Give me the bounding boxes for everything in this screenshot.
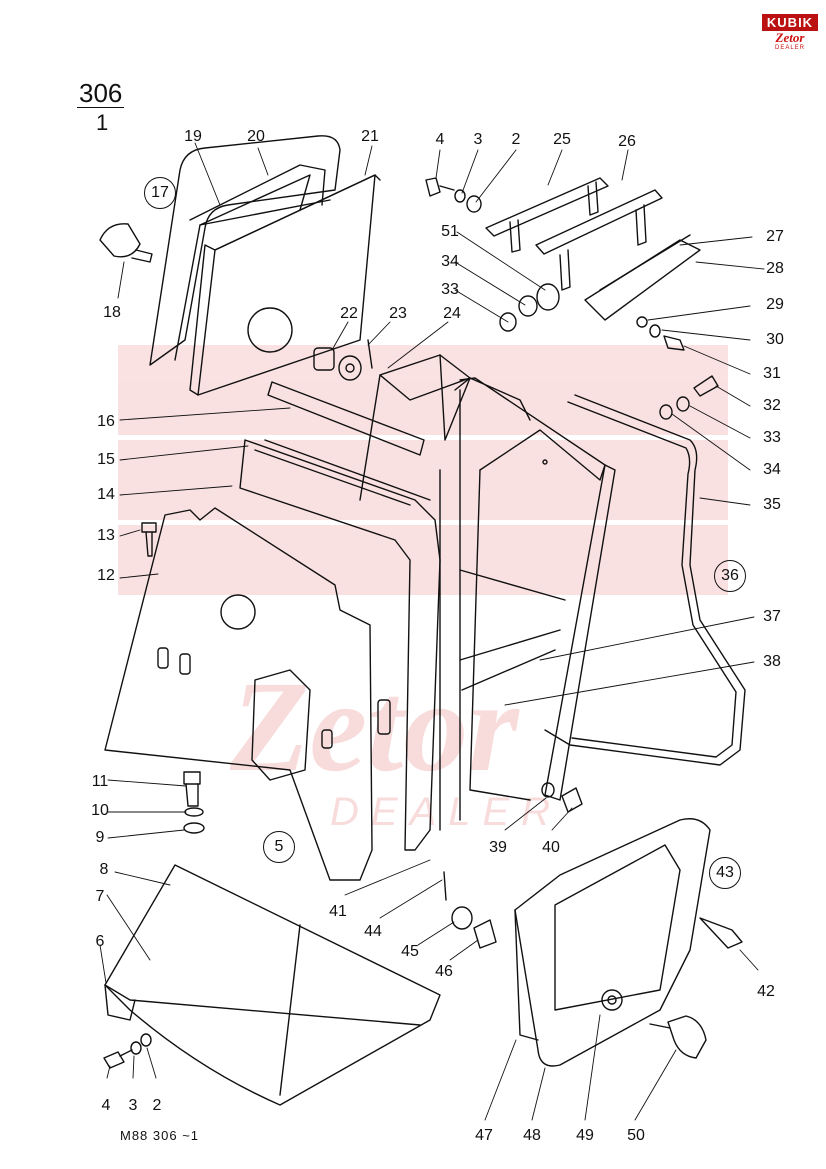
part-label-23: 23	[389, 305, 407, 322]
drawing-code: M88 306 ~1	[120, 1128, 200, 1143]
part-label-16: 16	[97, 413, 115, 430]
bushing-part	[536, 283, 560, 311]
part-label-13: 13	[97, 527, 115, 544]
rear-cover-panel	[149, 135, 341, 366]
part-label-20: 20	[247, 128, 265, 145]
part-label-44: 44	[364, 923, 382, 940]
part-label-3b: 3	[128, 1097, 138, 1114]
part-label-12: 12	[97, 567, 115, 584]
part-label-48: 48	[523, 1127, 541, 1144]
part-label-21: 21	[361, 128, 379, 145]
sealing-strip	[267, 381, 425, 456]
part-label-46: 46	[435, 963, 453, 980]
part-label-34: 34	[441, 253, 459, 270]
part-label-31: 31	[763, 365, 781, 382]
front-frame	[239, 439, 441, 851]
large-side-door	[544, 394, 746, 766]
upper-brackets	[485, 177, 663, 291]
part-label-18: 18	[103, 304, 121, 321]
spacer-part	[313, 347, 335, 371]
part-circle-43: 43	[709, 857, 741, 889]
kubik-zetor-logo: KUBIK Zetor DEALER	[762, 14, 818, 62]
part-label-25: 25	[553, 131, 571, 148]
part-label-35: 35	[763, 496, 781, 513]
part-label-29: 29	[766, 296, 784, 313]
part-label-37: 37	[763, 608, 781, 625]
part-label-14: 14	[97, 486, 115, 503]
leader-lines	[99, 142, 765, 1121]
handle-part	[99, 223, 153, 263]
right-door-assembly	[514, 818, 711, 1067]
insulation-block	[189, 174, 381, 396]
logo-brand: KUBIK	[762, 14, 818, 31]
part-label-4: 4	[435, 131, 445, 148]
part-label-41: 41	[329, 903, 347, 920]
part-label-45: 45	[401, 943, 419, 960]
part-label-33b: 33	[763, 429, 781, 446]
part-label-42: 42	[757, 983, 775, 1000]
part-label-27: 27	[766, 228, 784, 245]
washer-part	[338, 355, 362, 381]
part-label-39: 39	[489, 839, 507, 856]
part-circle-36: 36	[714, 560, 746, 592]
part-label-32: 32	[763, 397, 781, 414]
part-label-6: 6	[95, 933, 105, 950]
part-label-34b: 34	[763, 461, 781, 478]
part-label-7: 7	[95, 888, 105, 905]
part-label-2b: 2	[152, 1097, 162, 1114]
part-label-11: 11	[91, 773, 109, 790]
part-label-3: 3	[473, 131, 483, 148]
part-label-4b: 4	[101, 1097, 111, 1114]
part-label-28: 28	[766, 260, 784, 277]
part-circle-5: 5	[263, 831, 295, 863]
part-label-47: 47	[475, 1127, 493, 1144]
part-label-40: 40	[542, 839, 560, 856]
part-circle-17: 17	[144, 177, 176, 209]
part-label-8: 8	[99, 861, 109, 878]
part-label-51: 51	[441, 223, 459, 240]
part-label-26: 26	[618, 133, 636, 150]
top-bolt-group	[425, 177, 482, 213]
side-panel	[104, 507, 391, 881]
part-label-15: 15	[97, 451, 115, 468]
part-label-24: 24	[443, 305, 461, 322]
part-label-10: 10	[91, 802, 109, 819]
part-label-49: 49	[576, 1127, 594, 1144]
part-label-50: 50	[627, 1127, 645, 1144]
part-label-19: 19	[184, 128, 202, 145]
part-label-22: 22	[340, 305, 358, 322]
sheet-number: 306	[77, 78, 125, 108]
part-label-33: 33	[441, 281, 459, 298]
main-frame	[359, 354, 616, 831]
sheet-subnumber: 1	[96, 110, 109, 135]
part-label-30: 30	[766, 331, 784, 348]
part-label-38: 38	[763, 653, 781, 670]
logo-maker: Zetor	[775, 30, 805, 45]
hinge-plate	[584, 234, 701, 321]
part-label-2: 2	[511, 131, 521, 148]
part-label-9: 9	[95, 829, 105, 846]
lower-cover	[104, 864, 441, 1106]
logo-dealer: DEALER	[774, 45, 805, 51]
